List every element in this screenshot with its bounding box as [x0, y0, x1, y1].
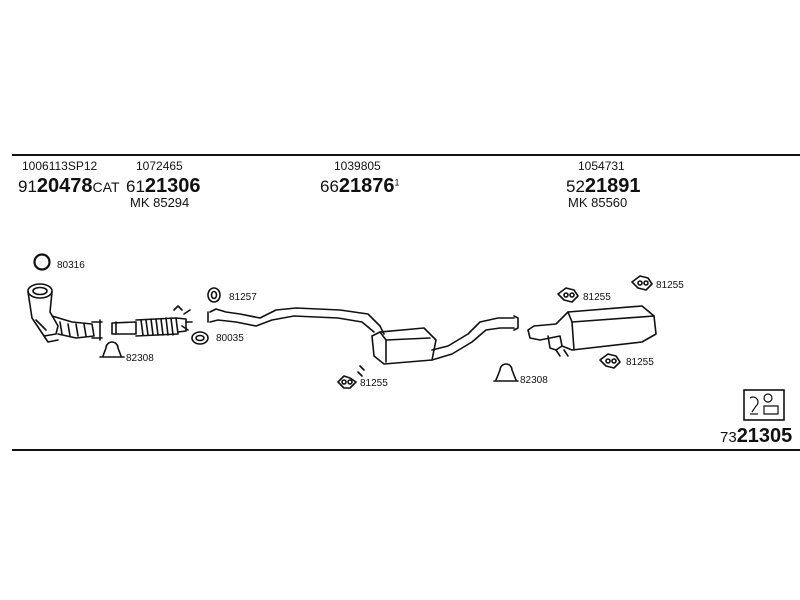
part-label-81255-mid: 81255	[360, 378, 388, 389]
mounting-kit-icon	[743, 389, 785, 421]
flex-pipe	[111, 305, 193, 337]
part-label-81255-far-right: 81255	[656, 280, 684, 291]
bottom-divider	[12, 449, 800, 451]
section-1-part-number: 9120478CAT	[18, 175, 120, 197]
part-label-81257: 81257	[229, 292, 257, 303]
seal-80035	[191, 331, 209, 345]
part-label-82308-left: 82308	[126, 353, 154, 364]
section-1-reference: 1006113SP12	[22, 159, 98, 173]
part-label-81255-rear-top: 81255	[583, 292, 611, 303]
rubber-hanger-81255-rear-bottom	[599, 353, 621, 369]
section-2-mk-code: MK 85294	[130, 195, 190, 210]
rubber-hanger-81255-rear-top	[557, 287, 579, 303]
section-3-part-number: 66218761	[320, 175, 400, 197]
rubber-hanger-81255-far-right	[631, 275, 653, 291]
part-label-82308-right: 82308	[520, 375, 548, 386]
gasket-ring-80316	[33, 253, 51, 271]
clamp-82308-right	[493, 363, 519, 382]
rear-silencer	[527, 305, 657, 357]
gasket-81257	[207, 287, 221, 303]
part-label-80035: 80035	[216, 333, 244, 344]
clamp-82308-left	[99, 341, 125, 358]
front-pipe-catalyst	[27, 283, 103, 343]
section-4-part-number: 5221891	[566, 175, 641, 197]
section-4-reference: 1054731	[578, 159, 625, 173]
intermediate-pipe-front-silencer	[207, 307, 519, 377]
kit-part-number: 7321305	[720, 425, 793, 447]
rubber-hanger-81255-mid	[337, 375, 357, 389]
part-label-80316: 80316	[57, 260, 85, 271]
section-2-reference: 1072465	[136, 159, 183, 173]
section-3-reference: 1039805	[334, 159, 381, 173]
section-4-mk-code: MK 85560	[568, 195, 628, 210]
part-label-81255-rear-bottom: 81255	[626, 357, 654, 368]
section-2-part-number: 6121306	[126, 175, 201, 197]
top-divider	[12, 154, 800, 156]
